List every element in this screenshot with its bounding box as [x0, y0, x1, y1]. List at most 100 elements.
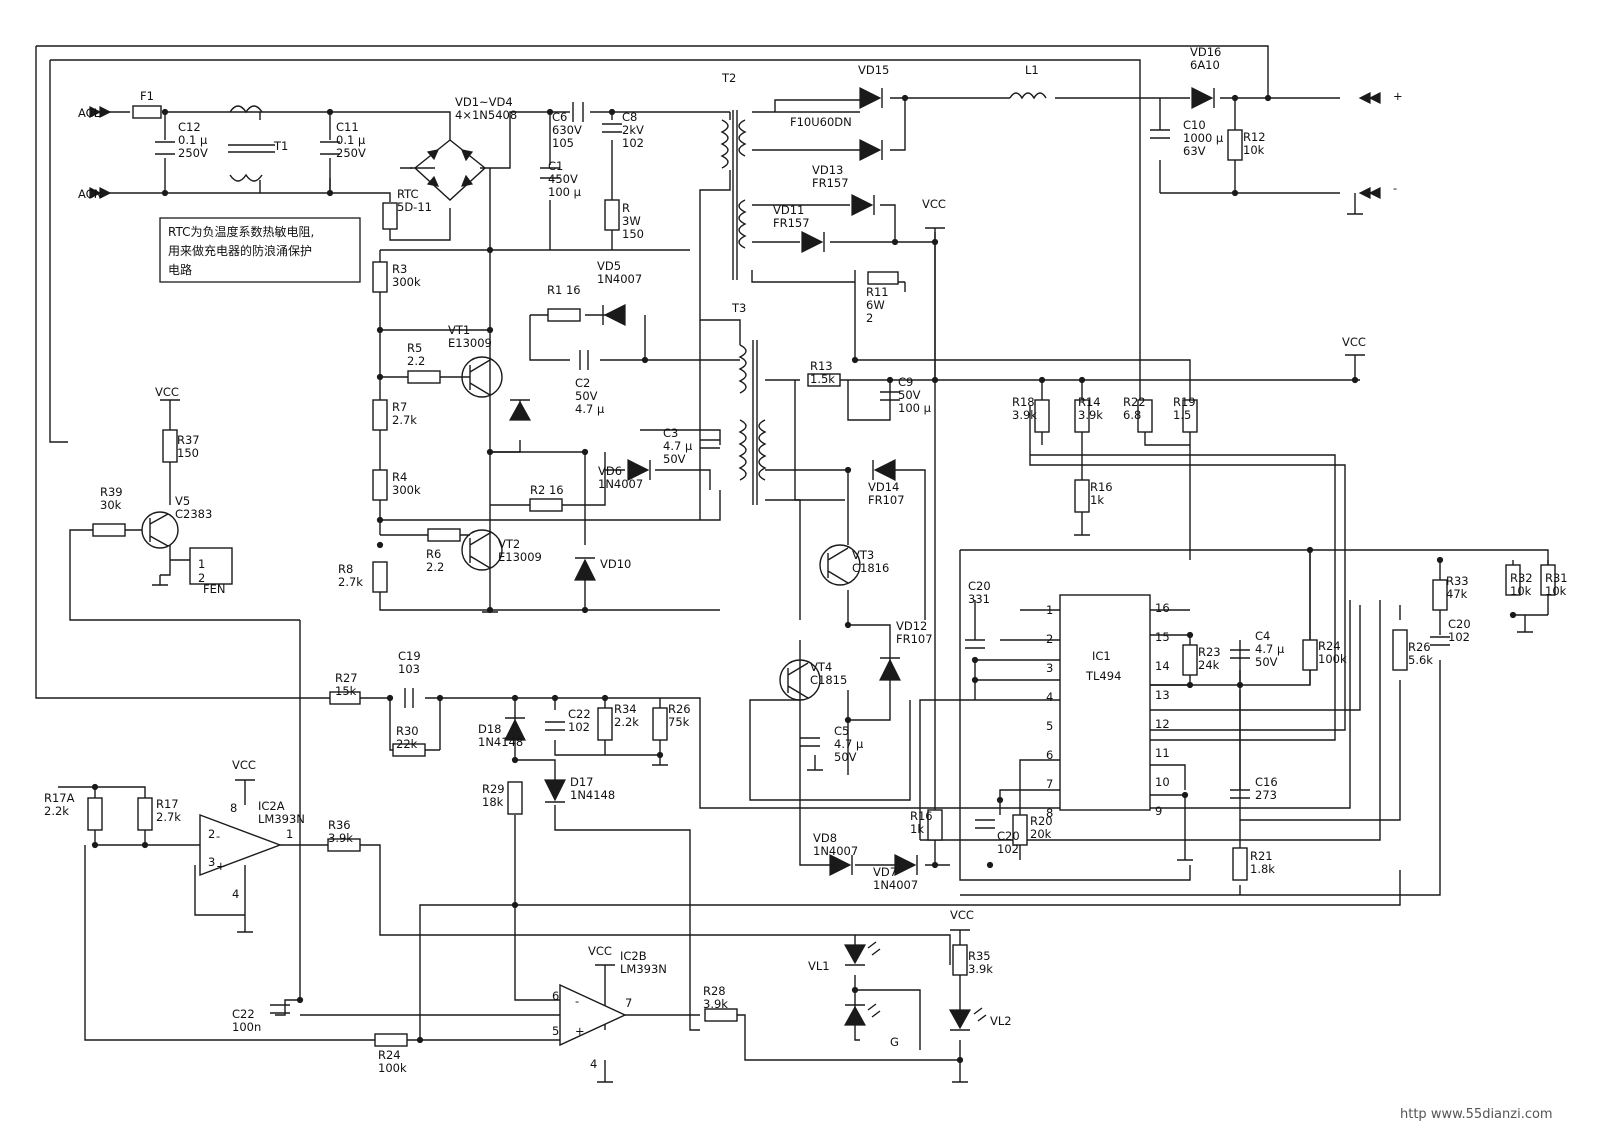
label-d17-line-1: D17 — [570, 775, 594, 789]
capacitor-c10 — [1150, 129, 1170, 139]
label-r11-line-1: R11 — [866, 285, 889, 299]
ic1-pin-right-15: 15 — [1155, 630, 1170, 644]
label-r36-line-1: R36 — [328, 818, 351, 832]
label-r39-line-2: 30k — [100, 498, 122, 512]
capacitor-c5 — [800, 737, 820, 747]
resistor-r21 — [1232, 847, 1248, 881]
capacitor-c20-331 — [965, 639, 985, 649]
ic1-pin-left-5: 5 — [1046, 719, 1053, 733]
label-r6-line-1: R6 — [426, 547, 441, 561]
note-line-1: RTC为负温度系数热敏电阻, — [168, 224, 314, 239]
diode-vd7 — [894, 854, 918, 876]
label-ic2a-line-1: IC2A — [258, 799, 285, 813]
label-r2: R2 16 — [530, 483, 564, 497]
capacitor-c19 — [404, 688, 414, 708]
label-c20c-line-1: C20 — [997, 829, 1020, 843]
label-vcc6-line-1: VCC — [588, 944, 612, 958]
capacitor-c20-102b — [975, 819, 995, 829]
resistor-r26b — [652, 707, 668, 741]
resistor-rtc — [382, 202, 398, 230]
label-c11-line-3: 250V — [336, 146, 366, 160]
note-line-2: 用来做充电器的防浪涌保护 — [168, 243, 312, 258]
label-c1-line-2: 450V — [548, 172, 578, 186]
resistor-r2 — [529, 498, 563, 512]
label-vd8-line-1: VD8 — [813, 831, 837, 845]
fan-connector — [189, 547, 233, 585]
label-vd16-line-1: VD16 — [1190, 45, 1221, 59]
label-r24b-line-2: 100k — [378, 1061, 407, 1075]
ic2b-pin-4: 4 — [590, 1057, 597, 1071]
resistor-r36 — [327, 838, 361, 852]
label-c19-line-2: 103 — [398, 662, 420, 676]
label-vcc2-line-1: VCC — [1342, 335, 1366, 349]
label-c8-line-2: 2kV — [622, 123, 644, 137]
label-r5-line-1: R5 — [407, 341, 422, 355]
diode-vd13 — [851, 194, 875, 216]
label-t2: T2 — [721, 71, 736, 85]
label-c22a-line-2: 102 — [568, 720, 590, 734]
diode-d18 — [504, 717, 526, 741]
label-r21-line-2: 1.8k — [1250, 862, 1275, 876]
label-vd11-line-2: FR157 — [773, 216, 810, 230]
capacitor-c3 — [700, 439, 720, 449]
label-c12-line-1: C12 — [178, 120, 201, 134]
label-r1: R1 16 — [547, 283, 581, 297]
label-r33-line-2: 47k — [1446, 587, 1468, 601]
label-r6-line-2: 2.2 — [426, 560, 444, 574]
label-r31-line-2: 10k — [1545, 584, 1567, 598]
resistor-r31 — [1540, 564, 1556, 596]
label-r29-line-2: 18k — [482, 795, 504, 809]
resistor-r30 — [392, 743, 426, 757]
label-r11-line-2: 6W — [866, 298, 885, 312]
junction-dots — [91, 94, 1517, 1064]
ic1-tl494 — [1059, 594, 1151, 811]
label-vl2-line-1: VL2 — [990, 1014, 1012, 1028]
label-c9-line-1: C9 — [898, 375, 913, 389]
bridge-rectifier-vd1-vd4 — [413, 139, 487, 201]
capacitor-c22-102 — [545, 721, 565, 731]
label-vd14-line-2: FR107 — [868, 493, 905, 507]
fan-pin-2: 2 — [198, 571, 205, 585]
label-vcc3-line-1: VCC — [155, 385, 179, 399]
ic1-pin-right-9: 9 — [1155, 804, 1162, 818]
resistor-r34 — [597, 707, 613, 741]
label-vd10: VD10 — [600, 557, 631, 571]
ic2a-pin-1: 1 — [286, 827, 293, 841]
label-r4-line-1: R4 — [392, 470, 407, 484]
watermark: http www.55dianzi.com — [1400, 1107, 1553, 1122]
ic2b-pin-6: 6 — [552, 989, 559, 1003]
label-c20c-line-2: 102 — [997, 842, 1019, 856]
label-vd8-line-2: 1N4007 — [813, 844, 858, 858]
label-c4-line-2: 4.7 μ — [1255, 642, 1285, 656]
diode-vd15a — [859, 87, 883, 109]
label-vd13-line-1: VD13 — [812, 163, 843, 177]
label-c11-line-1: C11 — [336, 120, 359, 134]
label-vcc1: VCC — [922, 197, 946, 211]
transistor-vt2 — [461, 529, 503, 571]
label-r20-line-2: 20k — [1030, 827, 1052, 841]
diode-vd11 — [801, 231, 825, 253]
diode-vd10 — [574, 557, 596, 581]
resistor-r19 — [1182, 399, 1198, 433]
resistor-r3 — [372, 261, 388, 293]
label-c5-line-2: 4.7 μ — [834, 737, 864, 751]
label-c12-line-2: 0.1 μ — [178, 133, 208, 147]
label-vd11-line-1: VD11 — [773, 203, 804, 217]
label-r19-line-1: R19 — [1173, 395, 1196, 409]
transistor-vt4 — [779, 659, 821, 701]
label-r32-line-1: R32 — [1510, 571, 1533, 585]
label-r13-line-2: 1.5k — [810, 372, 835, 386]
